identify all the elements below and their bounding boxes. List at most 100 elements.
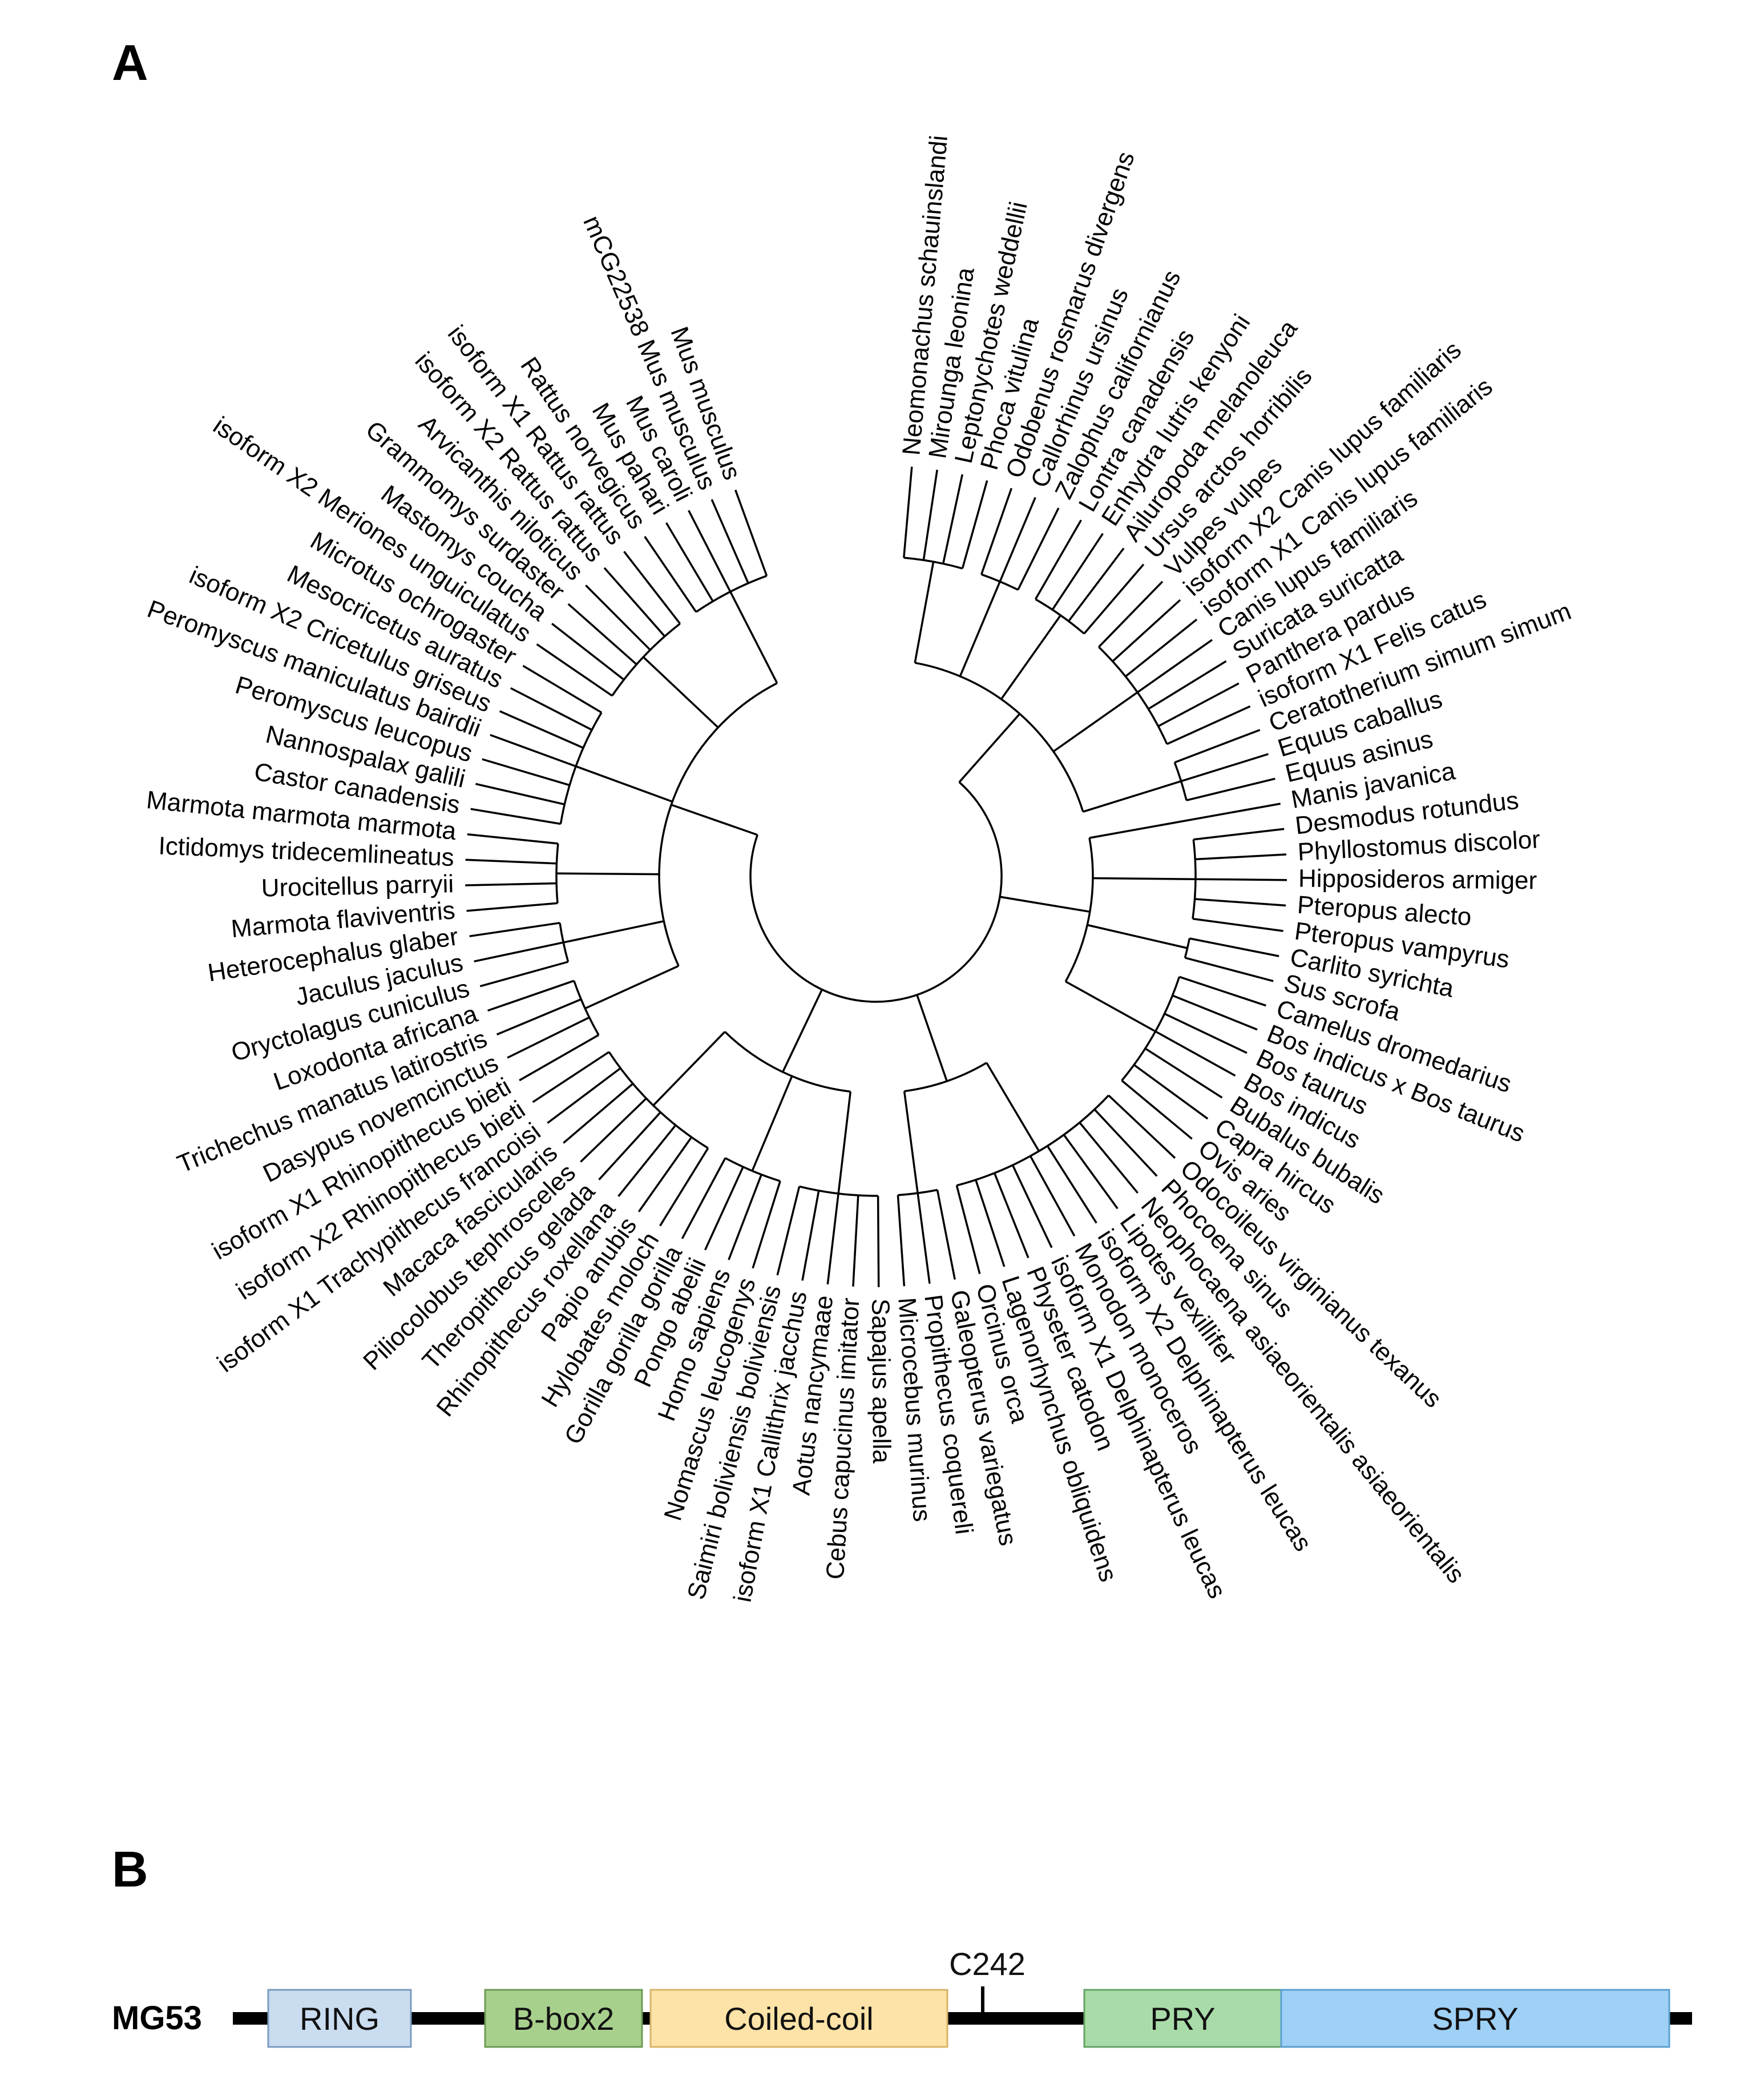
tree-branch xyxy=(465,882,557,886)
tree-branch xyxy=(1017,507,1060,591)
tree-branch xyxy=(474,941,564,963)
tree-branch xyxy=(567,603,637,666)
tree-branch xyxy=(917,1192,931,1284)
tree-branch xyxy=(980,487,1013,575)
tree-branch xyxy=(519,1034,599,1082)
tree-branch xyxy=(1011,1164,1053,1248)
tree-branch xyxy=(1186,777,1275,801)
tree-branch xyxy=(496,998,582,1036)
tree-branch xyxy=(659,1147,709,1227)
tree-branch xyxy=(499,710,584,749)
tree-branch xyxy=(695,575,768,613)
tree-branch xyxy=(482,758,570,787)
tree-branch xyxy=(510,687,592,731)
tree-branch xyxy=(469,922,560,937)
tree-branch xyxy=(585,585,651,651)
tree-branch xyxy=(852,1195,859,1287)
tree-branch xyxy=(1193,828,1285,841)
tree-branch xyxy=(470,808,561,825)
tree-branch xyxy=(551,623,625,681)
tree-branch xyxy=(1112,599,1181,662)
tree-branch xyxy=(1164,1013,1248,1054)
tree-branch xyxy=(1125,618,1198,678)
tree-branch xyxy=(584,965,679,1010)
tree-branch xyxy=(916,994,948,1082)
tree-branch xyxy=(665,522,714,602)
tree-branches xyxy=(465,466,1287,1288)
panel-a-label: A xyxy=(112,34,148,91)
domain-label: PRY xyxy=(1150,2001,1215,2037)
tree-branch xyxy=(936,1190,956,1280)
tree-branch xyxy=(522,664,602,714)
tree-branch xyxy=(826,1193,839,1285)
tree-branch xyxy=(999,896,1091,913)
tree-branch xyxy=(507,1016,590,1059)
tree-branch xyxy=(643,656,719,728)
tree-branch xyxy=(1083,563,1145,635)
tree-branch xyxy=(1029,1155,1076,1237)
tree-branch xyxy=(1192,917,1283,932)
tree-branch xyxy=(580,1098,647,1163)
tree-branch xyxy=(1154,1030,1236,1077)
tree-branch xyxy=(617,1124,677,1197)
tree-branch xyxy=(475,783,565,805)
tree-branch xyxy=(573,980,600,1036)
tree-branch xyxy=(1108,1094,1176,1159)
tree-branch xyxy=(1185,957,1274,982)
tree-branch xyxy=(958,713,1021,783)
tree-branch xyxy=(728,1174,762,1260)
tree-branch xyxy=(532,1051,610,1103)
c242-site-label: C242 xyxy=(949,1946,1026,1982)
tree-branch xyxy=(1172,994,1258,1031)
tree-branch xyxy=(479,961,568,987)
protein-name: MG53 xyxy=(112,2000,202,2037)
tree-branch xyxy=(751,1075,793,1171)
domain-box xyxy=(1083,1989,1282,2048)
tree-branch xyxy=(961,480,988,569)
tree-root-arc xyxy=(749,781,1003,1003)
tree-leaf-label: Urocitellus parryii xyxy=(261,870,454,902)
tree-branch xyxy=(575,765,673,803)
domain-label: RING xyxy=(300,2001,380,2037)
tree-leaf-label: Hipposideros armiger xyxy=(1298,865,1537,895)
tree-branch xyxy=(637,1136,693,1212)
tree-branch xyxy=(986,1062,1040,1152)
tree-branch xyxy=(623,551,681,624)
tree-branch xyxy=(959,581,1001,677)
tree-branch xyxy=(898,1188,938,1196)
tree-branch xyxy=(1052,691,1139,752)
tree-branch xyxy=(1195,853,1287,861)
tree-branch xyxy=(999,497,1036,582)
tree-branch xyxy=(556,872,660,876)
tree-branch xyxy=(903,1091,919,1194)
tree-branch xyxy=(1046,1145,1097,1224)
tree-branch xyxy=(903,466,913,558)
tree-branch xyxy=(734,489,768,577)
tree-branch xyxy=(975,1179,1006,1267)
tree-branch xyxy=(547,1067,621,1124)
tree-branch xyxy=(955,1185,981,1275)
tree-branch xyxy=(1184,938,1191,958)
tree-branch xyxy=(652,1031,726,1106)
tree-branch xyxy=(1166,705,1251,745)
tree-branch xyxy=(490,733,576,768)
panel-b-label: B xyxy=(112,1841,148,1897)
tree-branch xyxy=(1087,924,1188,949)
tree-branch xyxy=(837,1091,852,1194)
tree-branch xyxy=(487,980,575,1012)
tree-branch xyxy=(1093,1109,1158,1177)
tree-branch xyxy=(710,499,749,584)
tree-branch xyxy=(1148,660,1227,710)
tree-branch xyxy=(1098,581,1164,648)
tree-branch xyxy=(1089,803,1281,839)
tree-leaf-label: Sapajus apella xyxy=(866,1299,895,1464)
tree-branch xyxy=(704,1166,744,1251)
tree-branch xyxy=(681,1157,726,1239)
domain-box xyxy=(484,1989,643,2048)
tree-branch xyxy=(1063,1134,1119,1210)
